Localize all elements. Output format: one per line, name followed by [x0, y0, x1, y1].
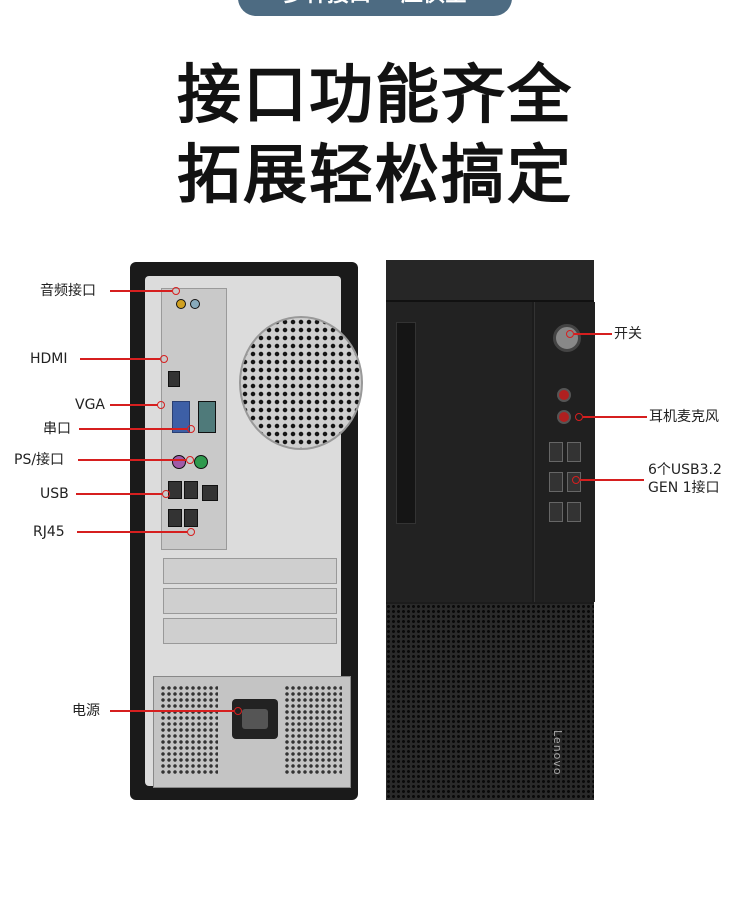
rear-tower-image [130, 262, 363, 800]
callout-dot [187, 528, 195, 536]
usb-port [184, 509, 198, 527]
front-panel [386, 302, 532, 602]
callout-audio: 音频接口 [40, 281, 180, 301]
callout-line [583, 416, 647, 418]
serial-port [198, 401, 216, 433]
rj45-port [202, 485, 218, 501]
hdmi-port [168, 371, 180, 387]
callout-line [110, 404, 158, 406]
headphone-jack [557, 388, 571, 402]
callout-hdmi: HDMI [30, 349, 168, 369]
callout-vga: VGA [75, 395, 165, 415]
front-io-column [534, 302, 595, 602]
callout-line [110, 290, 172, 292]
tower-top [386, 260, 594, 302]
callout-dot [162, 490, 170, 498]
headline-line1: 接口功能齐全 [177, 59, 573, 133]
callout-line [574, 333, 612, 335]
drive-bay [396, 322, 416, 524]
callout-label: 电源 [72, 703, 100, 719]
front-usb-port [549, 442, 563, 462]
rear-fan-grille [239, 316, 363, 450]
front-usb-port [567, 502, 581, 522]
callout-line [77, 531, 187, 533]
callout-label: HDMI [30, 351, 68, 367]
callout-dot [187, 425, 195, 433]
callout-front-usb: 6个USB3.2 GEN 1接口 [572, 462, 742, 510]
usb-port [184, 481, 198, 499]
callout-line [80, 358, 160, 360]
front-usb-port [549, 472, 563, 492]
front-usb-port [567, 442, 581, 462]
callout-line [78, 459, 186, 461]
power-socket [232, 699, 278, 739]
callout-line [76, 493, 162, 495]
top-badge: 多种接口 一应俱全 [238, 0, 512, 16]
callout-label: 耳机麦克风 [649, 409, 719, 425]
callout-headset: 耳机麦克风 [575, 407, 745, 427]
callout-line [110, 710, 234, 712]
rear-plate [145, 276, 363, 788]
ps2-port-mouse [172, 455, 186, 469]
callout-dot [157, 401, 165, 409]
io-panel [161, 288, 227, 550]
callout-power-switch: 开关 [566, 324, 656, 344]
headline-line2: 拓展轻松搞定 [177, 139, 573, 213]
brand-logo: Lenovo [551, 730, 564, 776]
callout-power: 电源 [72, 701, 242, 721]
psu-vent [160, 685, 218, 775]
callout-dot [566, 330, 574, 338]
callout-label: USB [40, 486, 69, 502]
front-usb-port [549, 502, 563, 522]
audio-port [190, 299, 200, 309]
callout-usb: USB [40, 484, 170, 504]
callout-label: 开关 [614, 326, 642, 342]
callout-label: VGA [75, 397, 106, 413]
microphone-jack [557, 410, 571, 424]
usb-port [168, 481, 182, 499]
power-button [553, 324, 581, 352]
callout-label-line2: GEN 1接口 [648, 480, 720, 496]
vga-port [172, 401, 190, 433]
callout-dot [572, 476, 580, 484]
callout-line [580, 479, 644, 481]
power-supply [153, 676, 351, 788]
front-tower-image: Lenovo [386, 260, 595, 800]
callout-label: PS/接口 [14, 452, 65, 468]
callout-label-line1: 6个USB3.2 [648, 462, 722, 478]
callout-rj45: RJ45 [33, 522, 195, 542]
callout-dot [575, 413, 583, 421]
callout-label: 串口 [43, 421, 71, 437]
callout-label: 音频接口 [40, 283, 96, 299]
expansion-slot [163, 558, 337, 584]
callout-dot [186, 456, 194, 464]
callout-serial: 串口 [43, 419, 195, 439]
callout-dot [160, 355, 168, 363]
callout-dot [172, 287, 180, 295]
callout-line [79, 428, 187, 430]
ps2-port-keyboard [194, 455, 208, 469]
callout-dot [234, 707, 242, 715]
expansion-slot [163, 588, 337, 614]
usb-port [168, 509, 182, 527]
psu-vent [284, 685, 342, 775]
callout-ps2: PS/接口 [14, 450, 194, 470]
audio-port [176, 299, 186, 309]
front-mesh-grille [386, 604, 594, 800]
callout-label: RJ45 [33, 524, 65, 540]
expansion-slot [163, 618, 337, 644]
